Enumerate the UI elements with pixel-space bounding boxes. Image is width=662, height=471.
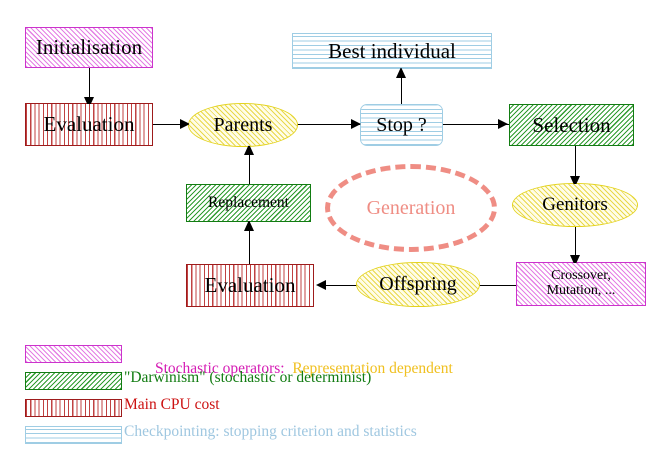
legend-text-cpu-cost: Main CPU cost xyxy=(124,396,220,413)
connector-evaluation-to-replacement xyxy=(249,222,251,264)
arrowhead-right-parents xyxy=(180,119,190,129)
connector-initialisation-to-evaluation xyxy=(89,68,91,100)
node-evaluation-bottom-label: Evaluation xyxy=(204,273,296,298)
node-evaluation-top[interactable]: Evaluation xyxy=(25,103,153,146)
arrowhead-up-best-individual xyxy=(396,67,406,78)
legend-text-darwinism: "Darwinism" (stochastic or determinist) xyxy=(124,369,372,386)
node-selection-label: Selection xyxy=(532,112,611,137)
node-replacement-label: Replacement xyxy=(208,193,289,211)
node-best-individual-label: Best individual xyxy=(328,38,456,63)
arrowhead-up-replacement xyxy=(244,220,254,231)
legend-text-checkpointing: Checkpointing: stopping criterion and st… xyxy=(124,423,417,440)
legend-text-stochastic-secondary: Representation dependent xyxy=(284,360,453,377)
node-initialisation-label: Initialisation xyxy=(35,35,143,60)
connector-offspring-to-evaluation xyxy=(318,285,360,287)
node-evaluation-top-label: Evaluation xyxy=(43,112,135,137)
node-crossover-mutation[interactable]: Crossover, Mutation, ... xyxy=(516,262,646,306)
arrowhead-right-selection xyxy=(498,119,508,129)
arrowhead-left-evaluation-bottom xyxy=(316,280,326,290)
node-replacement[interactable]: Replacement xyxy=(186,184,311,222)
node-genitors-label: Genitors xyxy=(542,194,608,216)
connector-stop-to-selection xyxy=(443,124,509,126)
arrowhead-down-genitors xyxy=(570,176,580,187)
legend: Stochastic operators: Representation dep… xyxy=(0,342,662,450)
node-selection[interactable]: Selection xyxy=(509,104,634,146)
legend-row-stochastic: Stochastic operators: Representation dep… xyxy=(0,342,662,377)
connector-stop-to-best-individual xyxy=(401,69,403,105)
node-stop-label: Stop ? xyxy=(376,113,427,136)
legend-text-stochastic-primary: Stochastic operators: xyxy=(155,360,285,377)
connector-replacement-to-parents xyxy=(249,146,251,184)
node-stop[interactable]: Stop ? xyxy=(360,104,443,146)
legend-swatch-green-icon xyxy=(25,372,122,390)
legend-row-cpu-cost: Main CPU cost xyxy=(0,396,662,423)
node-parents[interactable]: Parents xyxy=(188,103,298,147)
node-offspring-label: Offspring xyxy=(379,273,457,295)
legend-swatch-magenta-icon xyxy=(25,345,122,363)
connector-evaluation-to-parents xyxy=(153,124,191,126)
node-crossover-mutation-label: Crossover, Mutation, ... xyxy=(546,268,616,298)
node-evaluation-bottom[interactable]: Evaluation xyxy=(186,264,314,307)
connector-parents-to-stop xyxy=(297,124,362,126)
legend-text-stochastic: Stochastic operators: Representation dep… xyxy=(124,342,453,396)
arrowhead-down-initialisation xyxy=(84,97,94,108)
legend-row-checkpointing: Checkpointing: stopping criterion and st… xyxy=(0,423,662,450)
arrowhead-right-stop xyxy=(351,119,361,129)
arrowhead-up-parents xyxy=(244,144,254,155)
legend-swatch-red-icon xyxy=(25,399,122,417)
legend-row-darwinism: "Darwinism" (stochastic or determinist) xyxy=(0,369,662,396)
node-genitors[interactable]: Genitors xyxy=(512,183,638,227)
connector-crossover-to-offspring xyxy=(462,285,516,287)
legend-swatch-blue-icon xyxy=(25,426,122,444)
node-best-individual[interactable]: Best individual xyxy=(292,33,492,69)
node-generation-label: Generation xyxy=(366,196,456,219)
node-generation: Generation xyxy=(325,164,497,252)
connector-selection-to-genitors xyxy=(575,145,577,183)
node-initialisation[interactable]: Initialisation xyxy=(25,27,153,68)
connector-genitors-to-crossover xyxy=(575,226,577,264)
node-parents-label: Parents xyxy=(213,113,273,136)
arrowhead-down-crossover xyxy=(570,255,580,266)
node-offspring[interactable]: Offspring xyxy=(356,262,480,307)
